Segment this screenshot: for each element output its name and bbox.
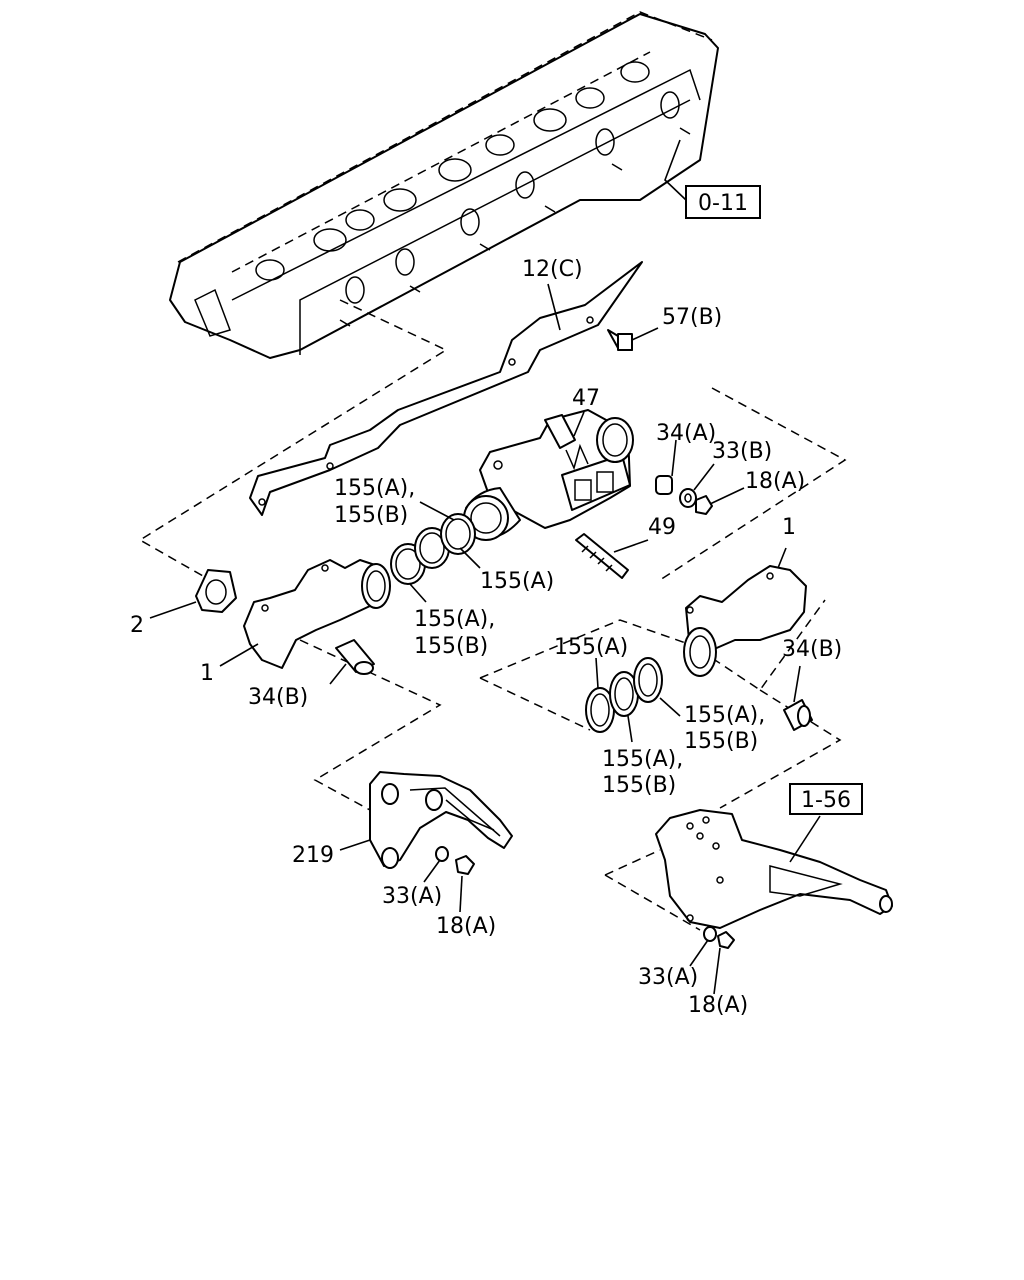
o-rings-left bbox=[390, 513, 476, 585]
washer-33a-left bbox=[435, 846, 449, 862]
spacer-34b-right bbox=[783, 699, 813, 731]
cylinder-head bbox=[169, 11, 719, 359]
label-155a-155b-mid-line2: 155(B) bbox=[414, 634, 488, 659]
guide-lines bbox=[138, 299, 847, 931]
leader-lines bbox=[149, 283, 821, 995]
label-155a-155b-r1-line2: 155(B) bbox=[684, 729, 758, 754]
joint-pipe-47 bbox=[463, 409, 634, 541]
ref-1-56-label: 1-56 bbox=[801, 788, 851, 813]
label-33a-right: 33(A) bbox=[638, 965, 698, 990]
gasket-2 bbox=[195, 569, 237, 613]
o-rings-right bbox=[585, 657, 663, 733]
label-18a-right: 18(A) bbox=[688, 993, 748, 1018]
label-57b: 57(B) bbox=[662, 305, 722, 330]
label-18a-top: 18(A) bbox=[745, 469, 805, 494]
label-34b-left: 34(B) bbox=[248, 685, 308, 710]
label-155a-155b-mid-line1: 155(A), bbox=[414, 607, 495, 632]
label-1-left: 1 bbox=[200, 661, 214, 686]
nut-18a-top bbox=[695, 495, 713, 515]
washer-33b bbox=[679, 488, 697, 508]
heat-shield bbox=[249, 261, 643, 516]
label-155a-155b-r1-line1: 155(A), bbox=[684, 703, 765, 728]
label-49: 49 bbox=[648, 515, 676, 540]
label-155a-155b-top-line2: 155(B) bbox=[334, 503, 408, 528]
label-2: 2 bbox=[130, 613, 144, 638]
label-155a-155b-r2-line1: 155(A), bbox=[602, 747, 683, 772]
label-155a-right: 155(A) bbox=[554, 635, 628, 660]
label-155a-155b-r2-line2: 155(B) bbox=[602, 773, 676, 798]
bolt-57b bbox=[607, 329, 633, 351]
manifold-left bbox=[243, 559, 391, 669]
label-219: 219 bbox=[292, 843, 334, 868]
nut-18a-left bbox=[455, 855, 475, 875]
ref-box-0-11[interactable]: 0-11 bbox=[685, 185, 761, 219]
stud-49 bbox=[575, 533, 629, 579]
label-1-right: 1 bbox=[782, 515, 796, 540]
ref-box-1-56[interactable]: 1-56 bbox=[789, 783, 863, 815]
nut-18a-right bbox=[717, 931, 735, 949]
bracket-219 bbox=[369, 771, 513, 869]
label-155a-mid: 155(A) bbox=[480, 569, 554, 594]
label-33a-left: 33(A) bbox=[382, 884, 442, 909]
manifold-right bbox=[683, 565, 807, 677]
label-18a-left: 18(A) bbox=[436, 914, 496, 939]
spacer-34a bbox=[655, 475, 673, 495]
ref-0-11-label: 0-11 bbox=[698, 191, 748, 216]
spacer-34b-left bbox=[335, 639, 375, 675]
callout-labels: 12(C) 57(B) 47 34(A) 33(B) 18(A) 155(A),… bbox=[130, 257, 842, 1018]
label-47: 47 bbox=[572, 386, 600, 411]
label-34a: 34(A) bbox=[656, 421, 716, 446]
label-33b: 33(B) bbox=[712, 439, 772, 464]
bracket-1-56 bbox=[655, 809, 893, 929]
washer-33a-right bbox=[703, 926, 717, 942]
label-34b-right: 34(B) bbox=[782, 637, 842, 662]
label-12c: 12(C) bbox=[522, 257, 583, 282]
label-155a-155b-top-line1: 155(A), bbox=[334, 476, 415, 501]
